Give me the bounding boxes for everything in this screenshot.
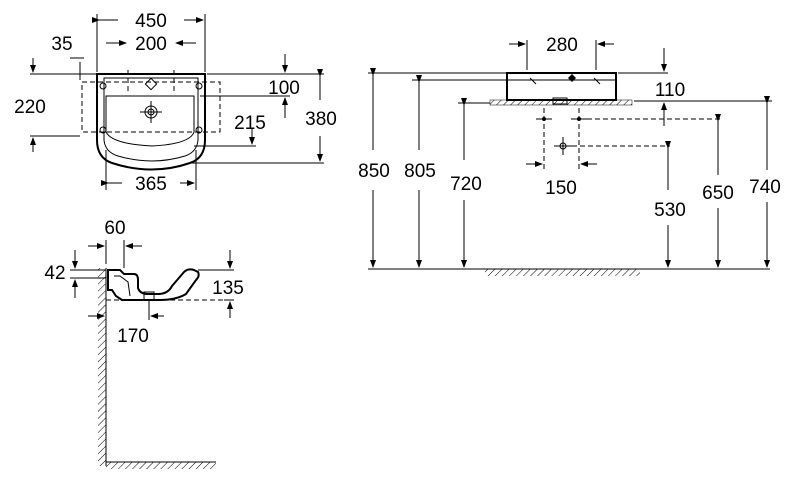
dim-height-530: 530: [654, 200, 686, 221]
front-view: 280 110 850 805 720 150 530 650: [358, 35, 781, 276]
screw-icon: [99, 82, 107, 90]
dim-height-720: 720: [450, 174, 482, 195]
dim-height-805: 805: [404, 161, 436, 182]
mounting-bracket-dashed: [81, 81, 221, 133]
tap-hole-icon: [144, 77, 158, 91]
dim-height-650: 650: [702, 183, 734, 204]
wall-bracket-front: [489, 99, 633, 106]
dim-depth-170: 170: [117, 326, 149, 347]
dim-bracket-spacing: 280: [546, 35, 578, 56]
dim-overall-width: 450: [135, 11, 167, 32]
dim-mount-height: 220: [14, 97, 46, 118]
dim-back-depth: 100: [268, 78, 300, 99]
basin-top-inner-rim: [103, 77, 199, 162]
basin-side-profile: [107, 268, 200, 301]
dim-height-740: 740: [749, 177, 781, 198]
dim-basin-height: 110: [655, 80, 685, 101]
bowl-outline: [105, 95, 195, 147]
dim-overall-depth: 380: [305, 109, 337, 130]
dim-height-850: 850: [358, 161, 390, 182]
dim-waste-spacing: 150: [545, 178, 577, 199]
dim-tap-spacing: 200: [135, 34, 167, 55]
tap-marker-icon: [568, 74, 576, 82]
dim-side-offset: 35: [51, 34, 72, 55]
basin-front-body: [506, 72, 617, 101]
dim-bowl-depth: 215: [234, 113, 266, 134]
screw-icon: [99, 126, 107, 134]
top-view: 450 200 35 220 100 215 380: [14, 11, 337, 195]
dim-height-135: 135: [212, 278, 244, 299]
dim-depth-60: 60: [104, 218, 125, 239]
side-view: 60 42 135 170: [44, 218, 244, 469]
floor-hatch: [106, 462, 216, 469]
dim-height-42: 42: [44, 263, 65, 284]
screw-icon: [195, 126, 203, 134]
dim-bowl-width: 365: [135, 174, 167, 195]
screw-icon: [195, 82, 203, 90]
wall-hatch: [98, 268, 106, 466]
basin-top-outline: [96, 73, 206, 171]
floor-hatch-front: [485, 269, 640, 276]
